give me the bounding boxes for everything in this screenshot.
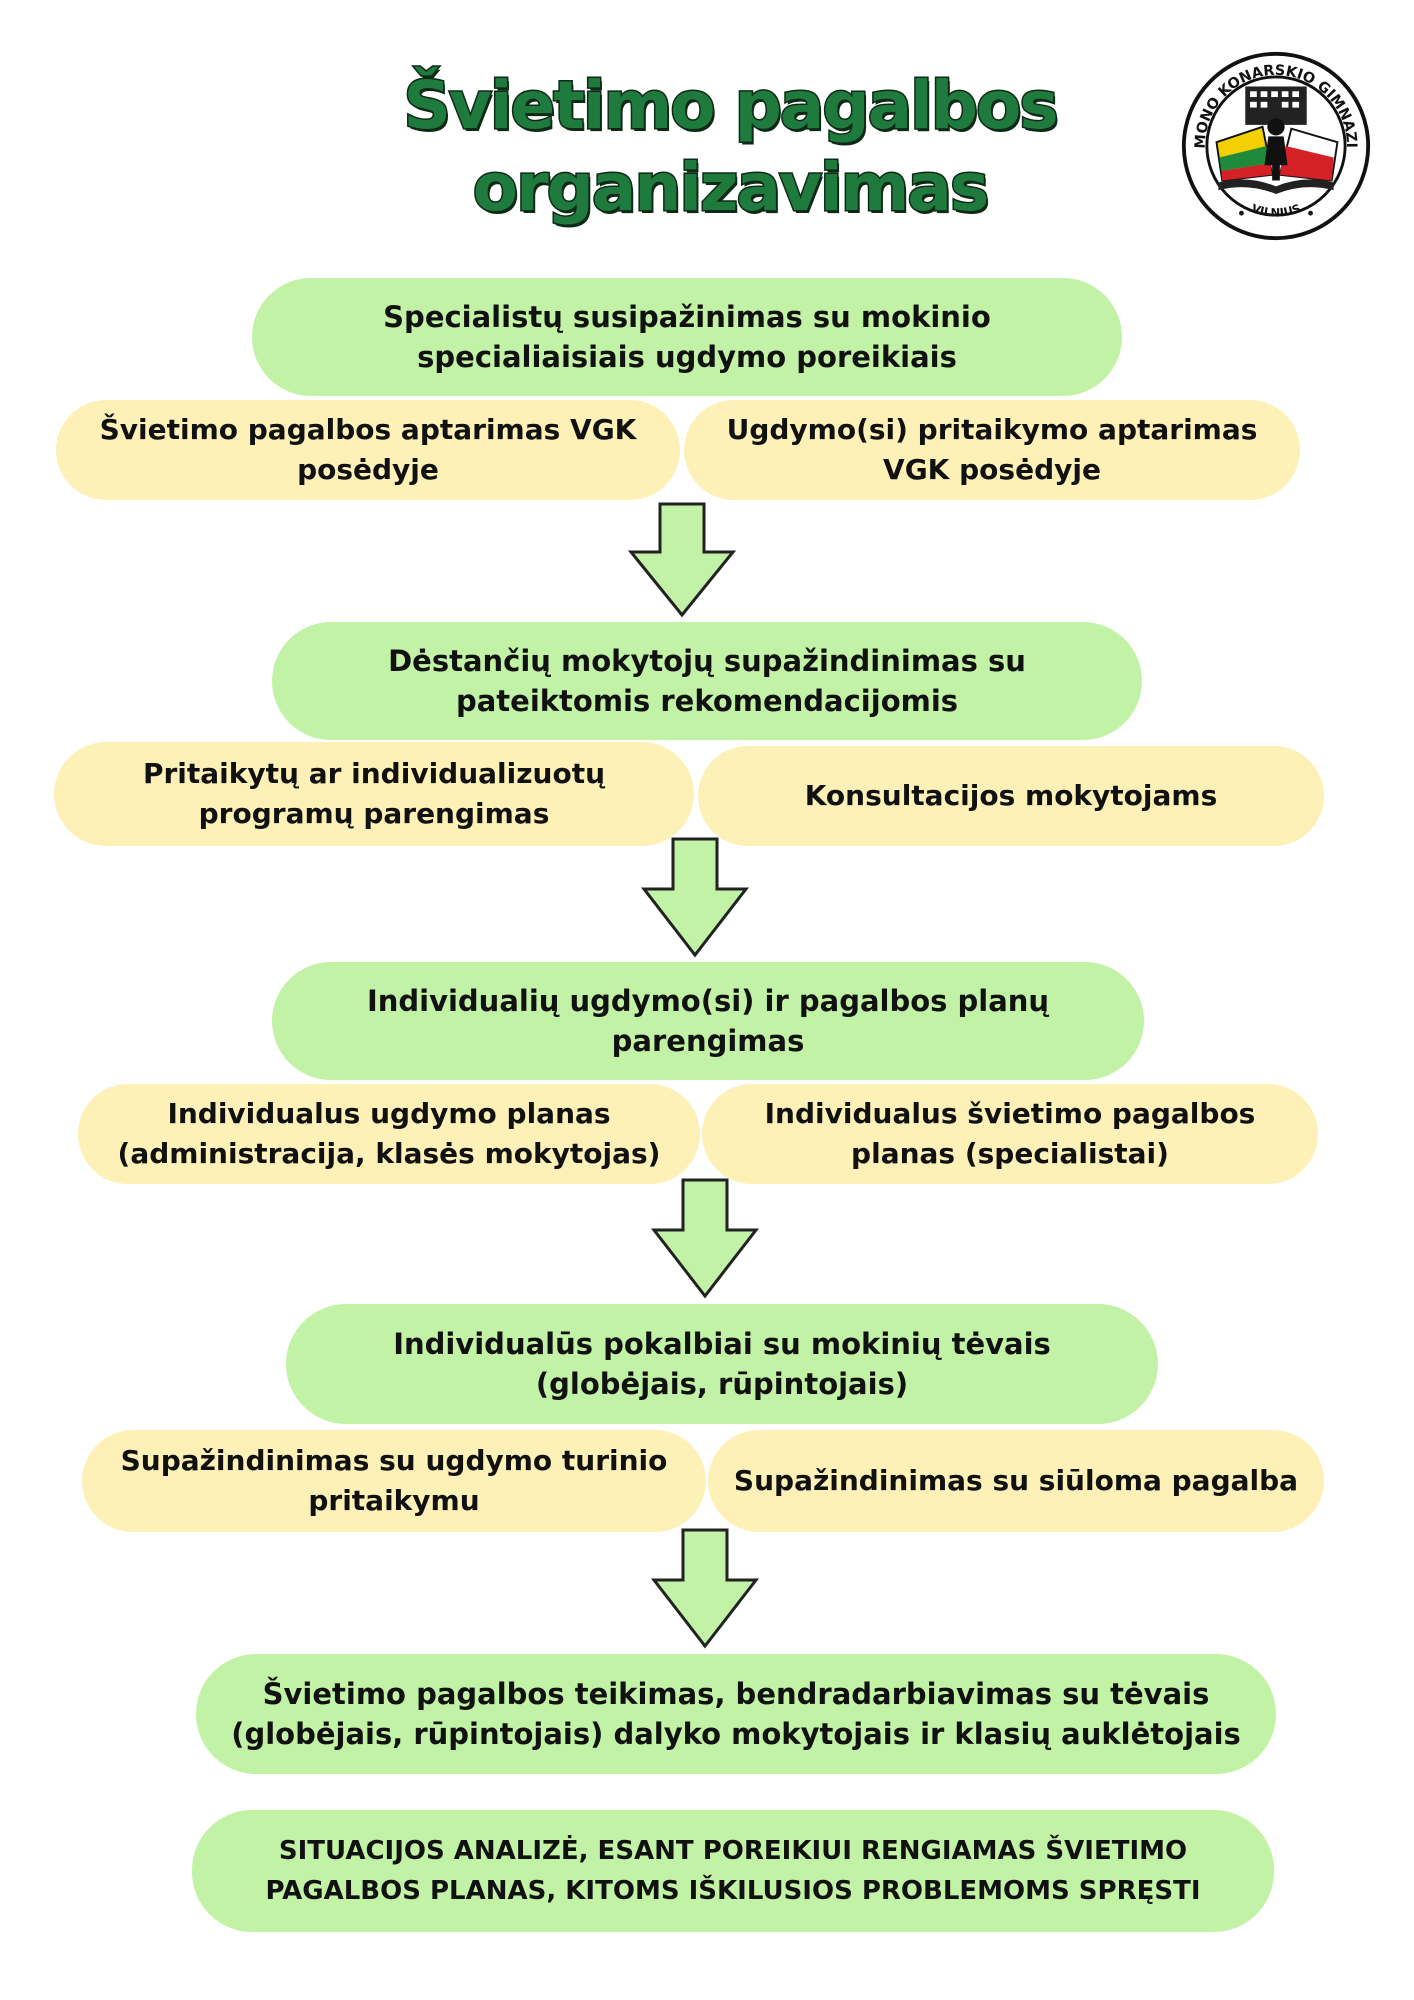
- down-arrow-icon-4: [650, 1528, 760, 1649]
- step-4-right: Supažindinimas su siūloma pagalba: [708, 1430, 1324, 1532]
- step-2-left: Pritaikytų ar individualizuotų programų …: [54, 742, 694, 846]
- page-title: Švietimo pagalbos organizavimas: [300, 65, 1160, 229]
- step-1-right: Ugdymo(si) pritaikymo aptarimas VGK posė…: [684, 400, 1300, 500]
- step-3-right: Individualus švietimo pagalbos planas (s…: [702, 1084, 1318, 1184]
- step-5-main: Švietimo pagalbos teikimas, bendradarbia…: [196, 1654, 1276, 1774]
- step-3-left: Individualus ugdymo planas (administraci…: [78, 1084, 700, 1184]
- step-1-left: Švietimo pagalbos aptarimas VGK posėdyje: [56, 400, 680, 500]
- down-arrow-icon-1: [627, 502, 737, 618]
- down-arrow-icon-2: [640, 837, 750, 958]
- step-1-main: Specialistų susipažinimas su mokinio spe…: [252, 278, 1122, 396]
- step-3-main: Individualių ugdymo(si) ir pagalbos plan…: [272, 962, 1144, 1080]
- title-line-2: organizavimas: [471, 148, 990, 228]
- step-4-left: Supažindinimas su ugdymo turinio pritaik…: [82, 1430, 706, 1532]
- down-arrow-icon-3: [650, 1178, 760, 1299]
- building-icon: [1245, 86, 1307, 125]
- step-2-main: Dėstančių mokytojų supažindinimas su pat…: [272, 622, 1142, 740]
- flag-book-icon: [1215, 125, 1339, 194]
- child-figure-icon: [1264, 118, 1288, 181]
- school-logo: SIMONO KONARSKIO GIMNAZIJA VILNIUS: [1180, 50, 1371, 241]
- logo-city: VILNIUS: [1250, 201, 1303, 220]
- step-4-main: Individualūs pokalbiai su mokinių tėvais…: [286, 1304, 1158, 1424]
- title-line-1: Švietimo pagalbos: [402, 66, 1060, 146]
- final-step: SITUACIJOS ANALIZĖ, ESANT POREIKIUI RENG…: [192, 1810, 1274, 1932]
- step-2-right: Konsultacijos mokytojams: [698, 746, 1324, 846]
